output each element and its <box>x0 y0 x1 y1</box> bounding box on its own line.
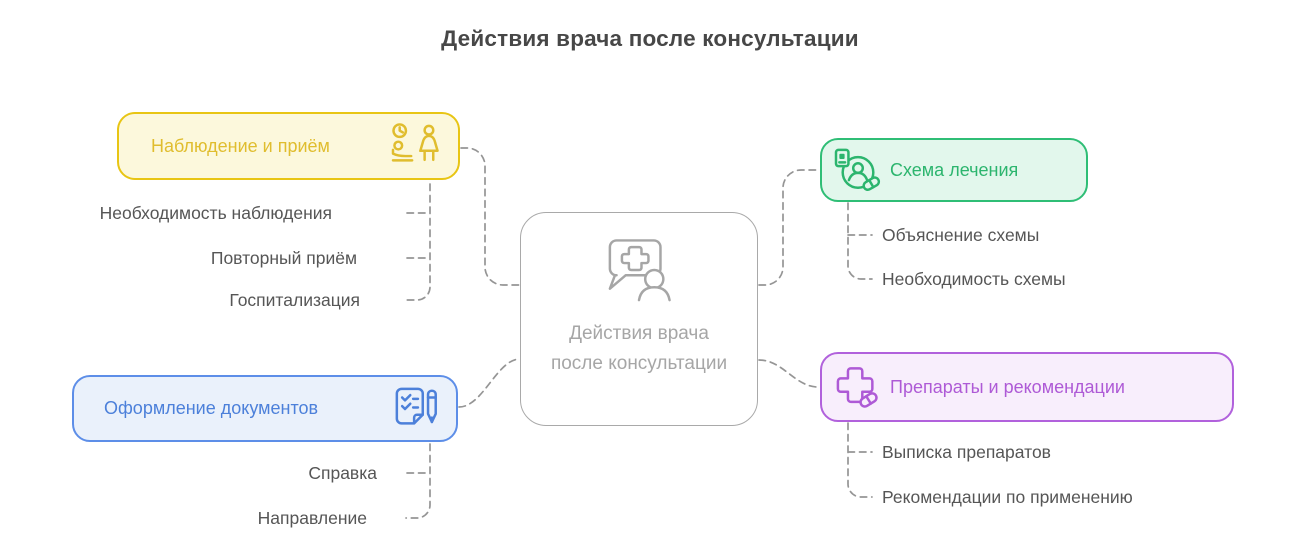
connector-center-medications <box>758 359 819 388</box>
document-pen-icon <box>394 385 440 433</box>
node-documents-label: Оформление документов <box>104 398 319 418</box>
item-observation-need: Необходимость наблюдения <box>99 203 332 223</box>
item-certificate: Справка <box>308 463 377 483</box>
node-documents: Оформление документов <box>72 375 458 442</box>
node-observation: Наблюдение и приём <box>117 112 460 180</box>
item-referral: Направление <box>257 508 367 528</box>
node-medications-label: Препараты и рекомендации <box>890 376 1125 397</box>
center-node-label: Действия врача после консультации <box>550 323 728 374</box>
patient-plan-icon <box>834 148 882 192</box>
consultation-bubble-person-icon <box>597 237 681 309</box>
stub-observation-items <box>405 183 431 301</box>
node-observation-label: Наблюдение и приём <box>151 135 330 156</box>
reception-appointment-icon <box>390 123 442 169</box>
connector-center-treatment <box>758 169 819 286</box>
item-repeat-visit: Повторный приём <box>210 248 357 268</box>
item-hospitalization: Госпитализация <box>229 290 360 310</box>
stub-medications-items <box>847 422 873 498</box>
node-treatment: Схема лечения <box>820 138 1088 202</box>
diagram-title: Действия врача после консультации <box>441 26 859 51</box>
connector-observation-center <box>460 147 521 286</box>
item-usage-recommendations: Рекомендации по применению <box>882 487 1133 507</box>
node-treatment-label: Схема лечения <box>890 159 1019 180</box>
stub-treatment-items <box>847 202 873 280</box>
cross-pill-icon <box>834 365 882 409</box>
item-scheme-explanation: Объяснение схемы <box>882 225 1040 245</box>
center-node: Действия врача после консультации <box>520 212 758 426</box>
item-prescription: Выписка препаратов <box>882 442 1051 462</box>
item-scheme-necessity: Необходимость схемы <box>882 269 1066 289</box>
stub-documents-items <box>405 443 431 519</box>
connector-documents-center <box>458 358 521 408</box>
node-medications: Препараты и рекомендации <box>820 352 1234 422</box>
